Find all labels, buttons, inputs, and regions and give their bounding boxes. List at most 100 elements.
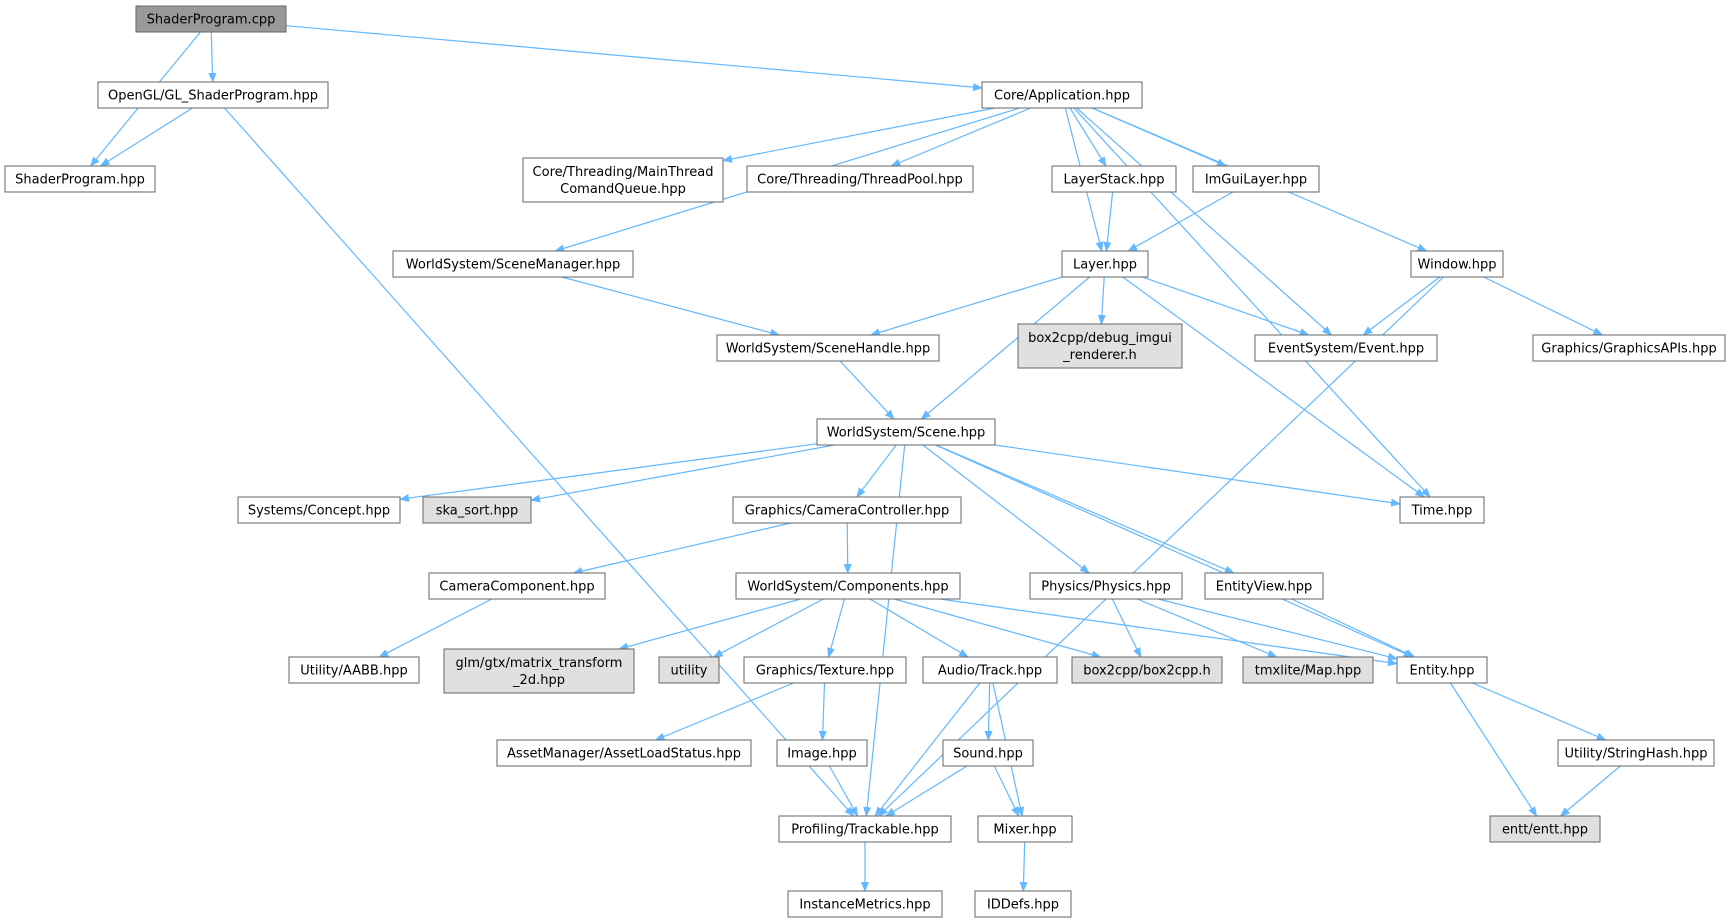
- edge-string-hash-to-entt: [1559, 765, 1621, 817]
- node-label: _renderer.h: [1062, 348, 1137, 363]
- node-box: [237, 496, 401, 524]
- edge-camera-controller-to-camera-component: [572, 522, 791, 575]
- node-time[interactable]: Time.hpp: [1399, 496, 1485, 524]
- node-core-application[interactable]: Core/Application.hpp: [981, 81, 1143, 109]
- node-box: [1029, 572, 1183, 600]
- node-instance-metrics[interactable]: InstanceMetrics.hpp: [787, 890, 943, 918]
- node-label: utility: [671, 664, 708, 679]
- node-label: WorldSystem/Components.hpp: [747, 580, 948, 595]
- node-concept[interactable]: Systems/Concept.hpp: [237, 496, 401, 524]
- node-texture[interactable]: Graphics/Texture.hpp: [743, 656, 907, 684]
- node-box: [942, 739, 1034, 767]
- node-label: Graphics/CameraController.hpp: [745, 504, 949, 519]
- node-label: Entity.hpp: [1410, 664, 1475, 679]
- node-event[interactable]: EventSystem/Event.hpp: [1254, 334, 1438, 362]
- node-label: Time.hpp: [1411, 504, 1473, 519]
- node-components[interactable]: WorldSystem/Components.hpp: [735, 572, 961, 600]
- node-entity-view[interactable]: EntityView.hpp: [1204, 572, 1324, 600]
- edge-scene-manager-to-scene-handle: [561, 276, 781, 337]
- node-entt[interactable]: entt/entt.hpp: [1489, 815, 1601, 843]
- node-layer[interactable]: Layer.hpp: [1061, 250, 1149, 278]
- node-shaderprogram-hpp[interactable]: ShaderProgram.hpp: [4, 165, 156, 193]
- node-window[interactable]: Window.hpp: [1410, 250, 1504, 278]
- node-box: [778, 815, 952, 843]
- node-layer-stack[interactable]: LayerStack.hpp: [1051, 165, 1177, 193]
- edge-camera-controller-to-components: [843, 522, 852, 574]
- node-label: LayerStack.hpp: [1063, 173, 1164, 188]
- edge-scene-to-entity-view: [935, 444, 1235, 574]
- node-label: Physics/Physics.hpp: [1041, 580, 1170, 595]
- node-box: [135, 5, 287, 33]
- node-utility[interactable]: utility: [658, 656, 720, 684]
- node-label: OpenGL/GL_ShaderProgram.hpp: [108, 89, 318, 104]
- edge-physics-to-box2cpp: [1111, 598, 1142, 658]
- edge-track-to-trackable: [874, 682, 981, 817]
- node-label: Core/Threading/ThreadPool.hpp: [757, 173, 963, 188]
- node-box: [428, 572, 606, 600]
- node-box: [1489, 815, 1601, 843]
- edge-gl-shaderprogram-to-trackable: [224, 107, 855, 817]
- node-label: WorldSystem/SceneHandle.hpp: [726, 342, 930, 357]
- node-image[interactable]: Image.hpp: [776, 739, 868, 767]
- edge-layer-to-scene: [920, 276, 1090, 420]
- edge-shaderprogram-cpp-to-core-application: [285, 25, 983, 92]
- node-string-hash[interactable]: Utility/StringHash.hpp: [1557, 739, 1715, 767]
- node-camera-component[interactable]: CameraComponent.hpp: [428, 572, 606, 600]
- node-box: [776, 739, 868, 767]
- node-box: [716, 334, 940, 362]
- node-box: [1557, 739, 1715, 767]
- edge-sound-to-trackable: [885, 765, 968, 817]
- node-box: [1254, 334, 1438, 362]
- edge-scene-to-entity: [935, 444, 1414, 658]
- node-label: Utility/StringHash.hpp: [1564, 747, 1707, 762]
- node-entity[interactable]: Entity.hpp: [1396, 656, 1488, 684]
- edge-window-to-event: [1362, 276, 1441, 336]
- node-ska-sort[interactable]: ska_sort.hpp: [422, 496, 532, 524]
- edge-window-to-trackable: [877, 276, 1444, 817]
- node-graphics-apis[interactable]: Graphics/GraphicsAPIs.hpp: [1532, 334, 1726, 362]
- node-box: [974, 890, 1072, 918]
- node-tmxlite-map[interactable]: tmxlite/Map.hpp: [1242, 656, 1374, 684]
- edge-entity-view-to-entity: [1291, 598, 1416, 658]
- node-label: CameraComponent.hpp: [439, 580, 594, 595]
- node-track[interactable]: Audio/Track.hpp: [922, 656, 1058, 684]
- node-gl-shaderprogram[interactable]: OpenGL/GL_ShaderProgram.hpp: [97, 81, 329, 109]
- node-thread-pool[interactable]: Core/Threading/ThreadPool.hpp: [746, 165, 974, 193]
- node-shaderprogram-cpp[interactable]: ShaderProgram.cpp: [135, 5, 287, 33]
- node-label: ComandQueue.hpp: [560, 182, 686, 197]
- node-box: [658, 656, 720, 684]
- node-physics[interactable]: Physics/Physics.hpp: [1029, 572, 1183, 600]
- node-box: [1071, 656, 1223, 684]
- edge-core-application-to-thread-pool: [890, 107, 1031, 167]
- node-box2cpp[interactable]: box2cpp/box2cpp.h: [1071, 656, 1223, 684]
- edge-components-to-entity: [939, 598, 1398, 667]
- node-scene-handle[interactable]: WorldSystem/SceneHandle.hpp: [716, 334, 940, 362]
- edge-components-to-box2cpp: [894, 598, 1102, 659]
- node-iddefs[interactable]: IDDefs.hpp: [974, 890, 1072, 918]
- node-camera-controller[interactable]: Graphics/CameraController.hpp: [732, 496, 962, 524]
- node-box: [977, 815, 1073, 843]
- node-trackable[interactable]: Profiling/Trackable.hpp: [778, 815, 952, 843]
- edge-layer-stack-to-layer: [1103, 191, 1114, 252]
- node-aabb[interactable]: Utility/AABB.hpp: [288, 656, 420, 684]
- edge-track-to-sound: [984, 682, 993, 741]
- node-asset-load-status[interactable]: AssetManager/AssetLoadStatus.hpp: [496, 739, 752, 767]
- node-box: [392, 250, 634, 278]
- node-scene[interactable]: WorldSystem/Scene.hpp: [816, 418, 996, 446]
- node-scene-manager[interactable]: WorldSystem/SceneManager.hpp: [392, 250, 634, 278]
- node-sound[interactable]: Sound.hpp: [942, 739, 1034, 767]
- node-box: [4, 165, 156, 193]
- node-imgui-layer[interactable]: ImGuiLayer.hpp: [1192, 165, 1320, 193]
- node-label: _2d.hpp: [512, 673, 565, 688]
- node-label: Core/Threading/MainThread: [533, 165, 714, 180]
- node-mixer[interactable]: Mixer.hpp: [977, 815, 1073, 843]
- node-debug-imgui[interactable]: box2cpp/debug_imgui_renderer.h: [1017, 323, 1183, 369]
- node-label: Systems/Concept.hpp: [248, 504, 390, 519]
- node-glm-matrix[interactable]: glm/gtx/matrix_transform_2d.hpp: [443, 648, 635, 694]
- node-label: EventSystem/Event.hpp: [1268, 342, 1424, 357]
- edge-shaderprogram-cpp-to-gl-shaderprogram: [208, 31, 217, 83]
- node-box: [787, 890, 943, 918]
